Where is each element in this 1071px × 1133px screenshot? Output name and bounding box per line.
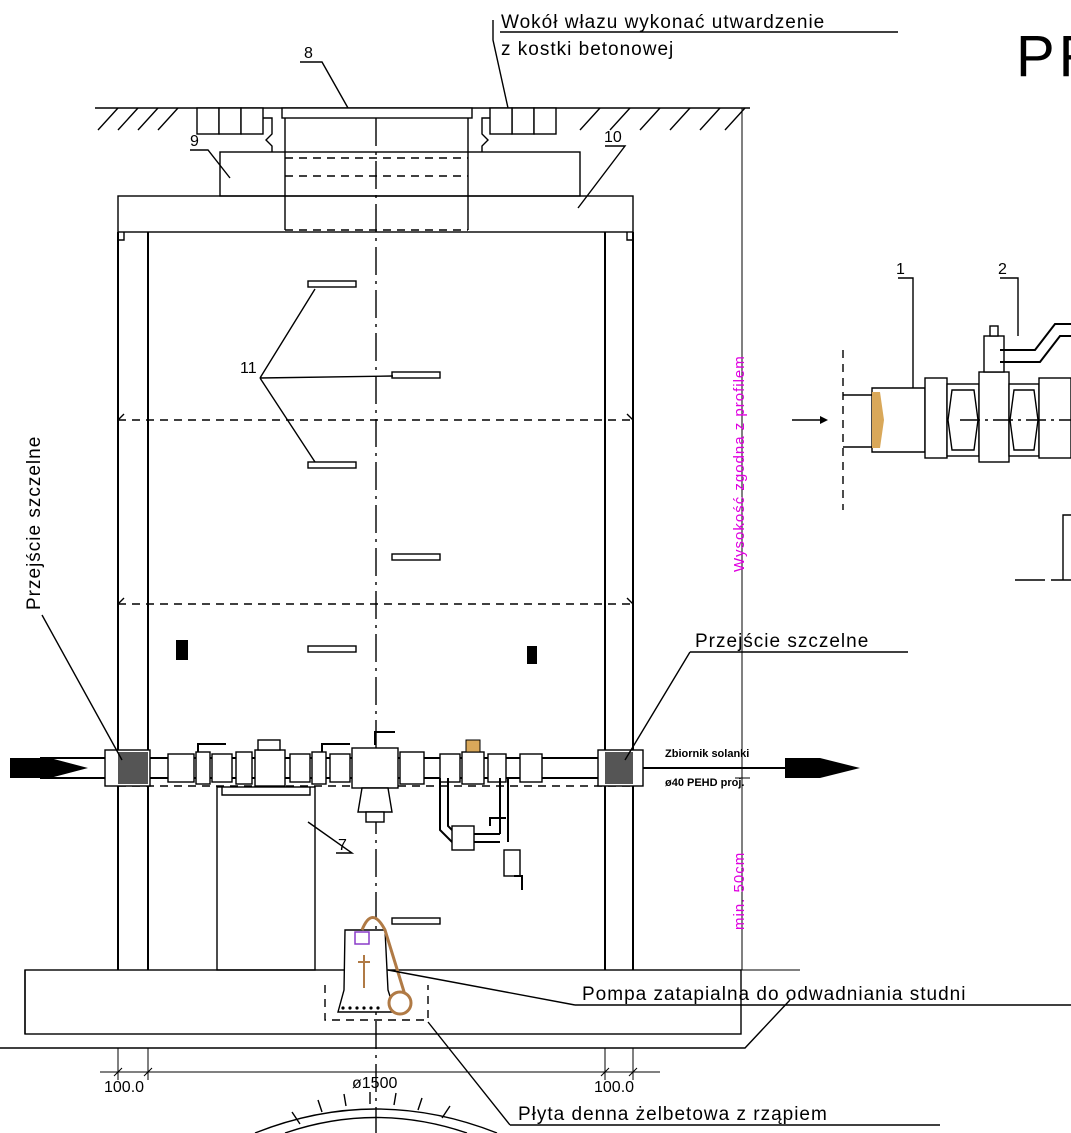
wall-brackets [176,640,537,664]
height-profile-label: Wysokość zgodna z profilem [731,355,748,572]
dimension-diameter: ø1500 [352,1075,397,1092]
ladder-rungs [307,280,441,925]
manhole-cover [281,107,473,230]
dimension-right: 100.0 [594,1079,634,1096]
seal-passage-left-label: Przejście szczelne [24,436,45,610]
base-plate-label: Płyta denna żelbetowa z rząpiem [518,1104,828,1125]
item-number-8: 8 [304,45,313,62]
paving-blocks [196,107,557,152]
sump-box [216,786,316,971]
pipe-spec-label: ø40 PEHD proj. [665,777,744,789]
item-number-10: 10 [604,129,622,146]
detail-view [792,323,1071,581]
item-number-9: 9 [190,133,199,150]
pipeline [10,731,860,890]
seal-passage-right-label: Przejście szczelne [695,631,869,652]
dimensions [100,107,800,1080]
min-depth-label: min. 50cm [731,852,748,930]
paving-note-line2: z kostki betonowej [501,39,674,60]
brine-tank-label: Zbiornik solanki [665,748,749,760]
item-number-2: 2 [998,261,1007,278]
item-number-11: 11 [240,360,257,377]
sheet-title: PR [1016,24,1071,89]
adjusting-ring [219,151,581,197]
plan-view-arc [254,1092,498,1133]
item-number-1: 1 [896,261,905,278]
submersible-pump [337,916,413,1016]
item-number-7: 7 [338,837,347,854]
pump-label: Pompa zatapialna do odwadniania studni [582,984,966,1005]
paving-note-line1: Wokół włazu wykonać utwardzenie [501,12,825,33]
leader-lines [41,20,1071,1126]
dimension-left: 100.0 [104,1079,144,1096]
